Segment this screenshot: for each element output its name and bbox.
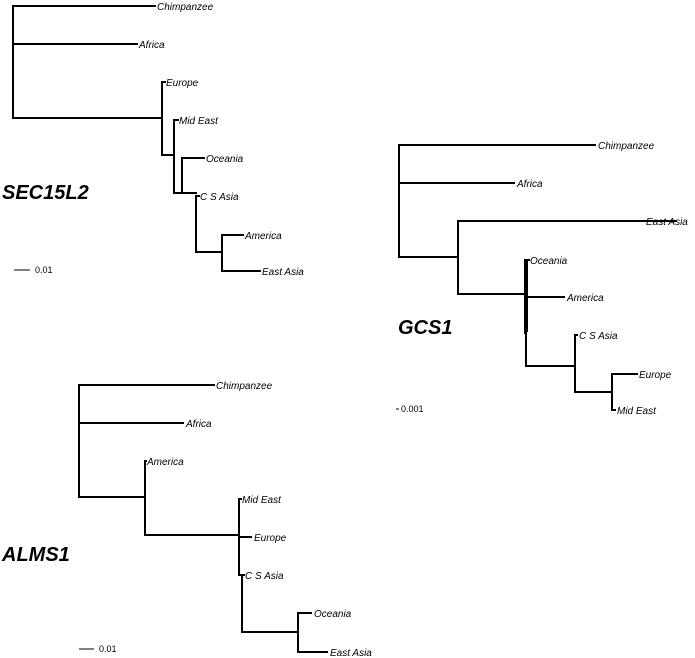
sec15l2-scale-label: 0.01 <box>35 265 53 275</box>
alms1-leaf-east-asia: East Asia <box>330 648 372 658</box>
sec15l2-leaf-europe: Europe <box>166 78 199 89</box>
sec15l2-leaf-africa: Africa <box>138 40 165 51</box>
gcs1-leaf-chimpanzee: Chimpanzee <box>598 141 655 152</box>
gcs1-leaf-mid-east: Mid East <box>617 406 657 417</box>
gcs1-leaf-africa: Africa <box>516 179 543 190</box>
gcs1-branches <box>398 144 677 411</box>
sec15l2-leaf-america: America <box>244 231 282 242</box>
alms1-leaf-chimpanzee: Chimpanzee <box>216 381 273 392</box>
gcs1-gene-label: GCS1 <box>398 317 452 339</box>
alms1-scale-label: 0.01 <box>99 644 117 654</box>
gcs1-scale-label: 0.001 <box>401 404 424 414</box>
alms1-leaf-mid-east: Mid East <box>242 495 282 506</box>
alms1-leaf-africa: Africa <box>185 419 212 430</box>
sec15l2-gene-label: SEC15L2 <box>2 182 89 204</box>
sec15l2-leaf-cs-asia: C S Asia <box>200 192 239 203</box>
gcs1-leaf-europe: Europe <box>639 370 672 381</box>
tree-sec15l2: Chimpanzee Africa Europe Mid East Oceani… <box>2 2 304 278</box>
gcs1-leaf-america: America <box>566 293 604 304</box>
alms1-leaf-america: America <box>146 457 184 468</box>
gcs1-leaf-east-asia: East Asia <box>646 217 688 228</box>
sec15l2-branches <box>12 5 261 272</box>
sec15l2-leaf-chimpanzee: Chimpanzee <box>157 2 214 13</box>
tree-alms1: Chimpanzee Africa America Mid East Europ… <box>1 381 372 658</box>
sec15l2-leaf-mid-east: Mid East <box>179 116 219 127</box>
alms1-gene-label: ALMS1 <box>1 544 70 566</box>
sec15l2-leaf-oceania: Oceania <box>206 154 244 165</box>
alms1-leaf-europe: Europe <box>254 533 287 544</box>
tree-gcs1: Chimpanzee Africa East Asia Oceania Amer… <box>396 141 688 417</box>
alms1-branches <box>78 384 328 653</box>
gcs1-leaf-oceania: Oceania <box>530 256 568 267</box>
alms1-leaf-cs-asia: C S Asia <box>245 571 284 582</box>
sec15l2-leaf-east-asia: East Asia <box>262 267 304 278</box>
gcs1-leaf-cs-asia: C S Asia <box>579 331 618 342</box>
alms1-leaf-oceania: Oceania <box>314 609 352 620</box>
